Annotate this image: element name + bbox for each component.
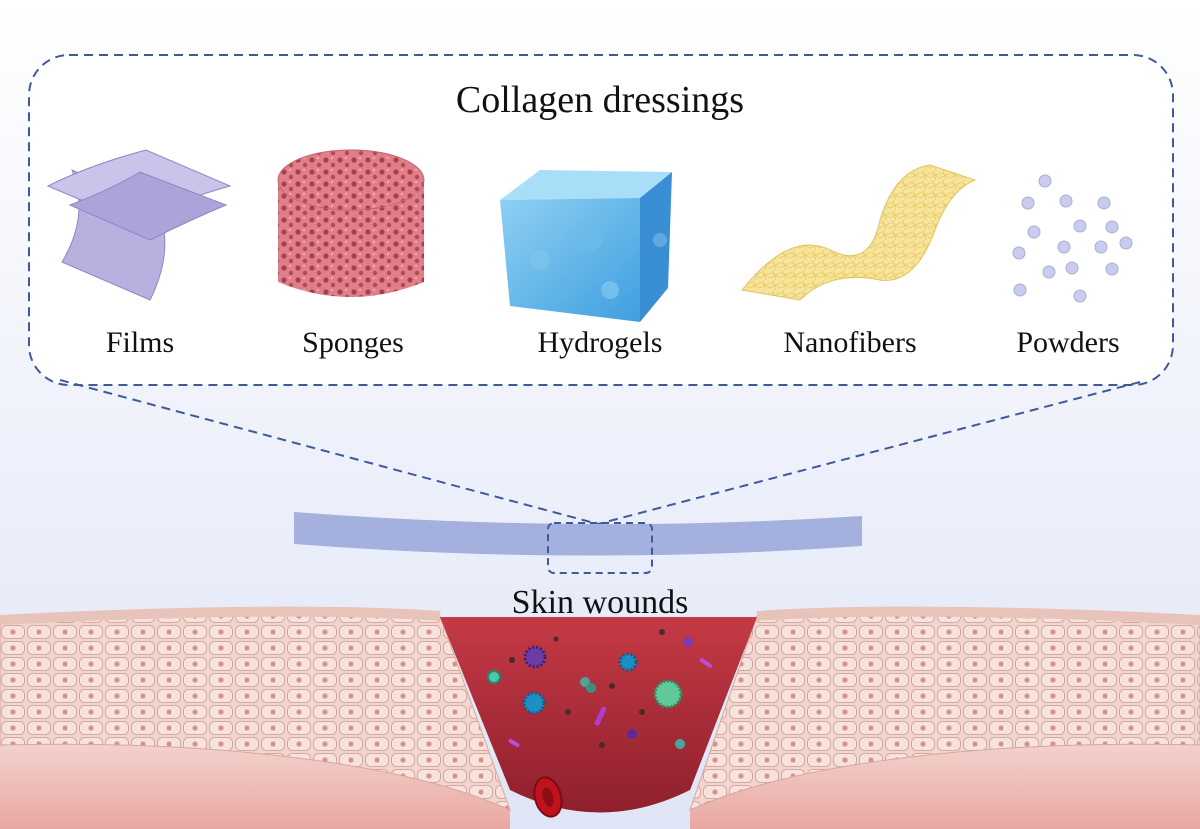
hydrogel-illustration (500, 170, 672, 322)
sponge-illustration (277, 149, 425, 297)
dermis-layer (0, 744, 510, 829)
virus-blue-2 (522, 691, 546, 715)
label-powders: Powders (1016, 326, 1120, 359)
label-hydrogels: Hydrogels (537, 326, 663, 359)
bacillus-3 (508, 739, 520, 747)
virus-green (653, 679, 683, 709)
label-nanofibers: Nanofibers (783, 326, 917, 359)
cocci-3 (675, 739, 685, 749)
diagram-title: Collagen dressings (455, 79, 745, 121)
bacillus-1 (594, 706, 607, 726)
label-films: Films (105, 326, 175, 359)
virus-purple-3 (627, 729, 637, 739)
zoom-box (547, 522, 653, 574)
label-sponges: Sponges (302, 326, 404, 359)
skin-surface-left (0, 606, 441, 625)
zoom-line-right (597, 381, 1141, 525)
nanofiber-illustration (741, 164, 977, 301)
virus-blue (618, 652, 638, 672)
dermis-layer-right (690, 744, 1200, 829)
red-blood-cell-center (542, 787, 554, 807)
virus-teal (487, 670, 501, 684)
virus-purple-small (683, 637, 693, 647)
bacillus-2 (699, 658, 713, 668)
wound-label: Skin wounds (511, 584, 689, 621)
zoom-line-left (59, 379, 599, 525)
pathogens (487, 629, 713, 749)
powder-illustration (1012, 174, 1133, 303)
virus-purple (523, 645, 547, 669)
films-illustration (46, 149, 232, 301)
cocci-cluster-2 (586, 683, 596, 693)
dressing-strip (294, 512, 862, 556)
skin-surface-right (756, 606, 1200, 625)
